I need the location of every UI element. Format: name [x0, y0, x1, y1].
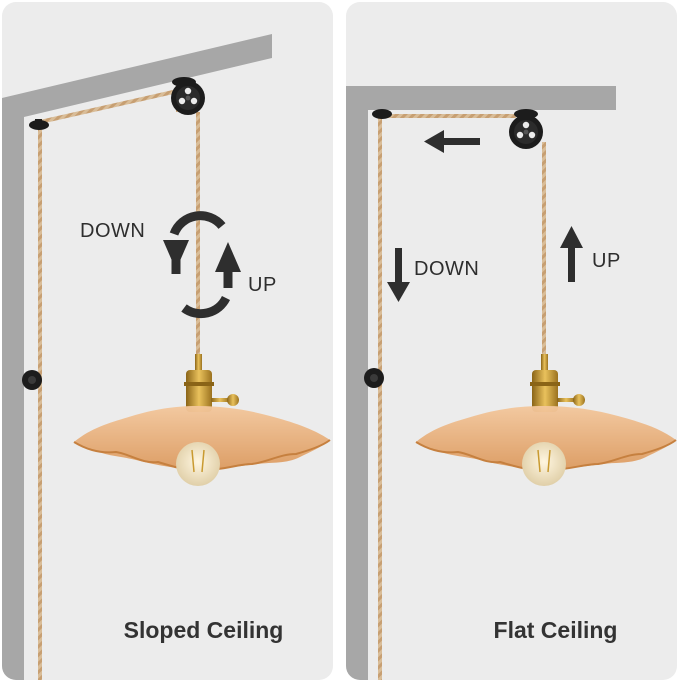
up-label: UP	[592, 250, 621, 272]
panel-caption: Flat Ceiling	[493, 617, 618, 643]
pulley	[171, 77, 205, 115]
corner-hook	[372, 109, 392, 119]
arrow-down-icon	[387, 248, 410, 302]
down-label: DOWN	[414, 258, 480, 280]
corner-hook	[29, 119, 49, 130]
sloped-ceiling-illustration	[2, 34, 331, 680]
wall-clip	[364, 368, 384, 388]
flat-ceiling-panel: DOWN UP Flat Ceiling	[346, 2, 677, 680]
panel-caption: Sloped Ceiling	[123, 617, 284, 643]
arrow-left-icon	[424, 130, 480, 153]
sloped-wall	[2, 34, 272, 680]
down-label: DOWN	[80, 220, 146, 242]
arrow-up-icon	[560, 226, 583, 282]
pendant-lamp	[415, 354, 677, 486]
pendant-lamp	[73, 354, 331, 486]
ceiling-cord	[39, 88, 183, 124]
flat-wall	[346, 86, 616, 680]
up-label: UP	[248, 274, 277, 296]
sloped-ceiling-panel: DOWN UP Sloped Ceiling	[2, 2, 333, 680]
wall-clip	[22, 370, 42, 390]
pulley	[509, 109, 543, 149]
flat-ceiling-illustration	[346, 86, 677, 680]
